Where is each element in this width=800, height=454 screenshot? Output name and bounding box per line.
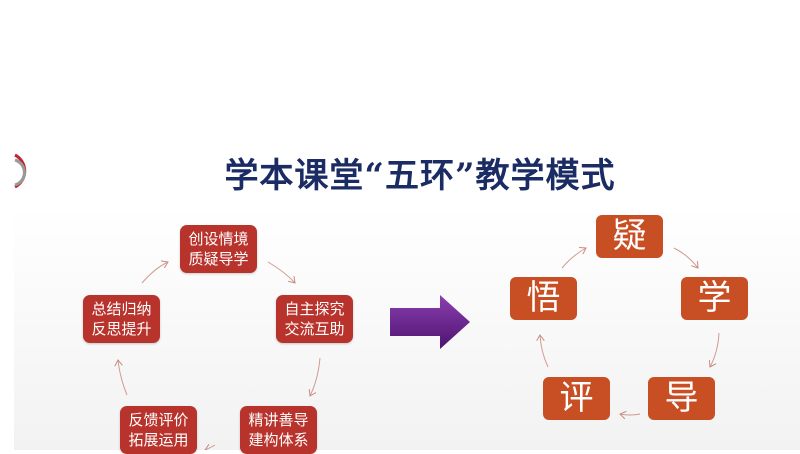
- step-line: 建构体系: [248, 431, 309, 449]
- right-cycle-arrows: [540, 248, 720, 415]
- left-step-3: 精讲善导建构体系: [240, 406, 317, 454]
- step-line: 拓展运用: [128, 431, 189, 449]
- logo-arc-icon: [14, 153, 27, 189]
- step-line: 交流互助: [284, 320, 345, 338]
- left-step-5: 总结归纳反思提升: [83, 295, 160, 343]
- step-line: 反馈评价: [128, 411, 189, 429]
- right-arrow-icon: [390, 295, 470, 349]
- right-step-5: 悟: [510, 277, 577, 320]
- left-step-2: 自主探究交流互助: [276, 295, 353, 343]
- step-line: 创设情境: [188, 230, 249, 248]
- step-line: 精讲善导: [248, 411, 309, 429]
- right-step-3: 导: [648, 377, 715, 420]
- right-step-1: 疑: [596, 215, 663, 258]
- left-step-1: 创设情境质疑导学: [180, 225, 257, 273]
- step-line: 质疑导学: [188, 250, 249, 268]
- right-step-2: 学: [681, 277, 748, 320]
- right-step-4: 评: [543, 377, 610, 420]
- step-line: 反思提升: [91, 320, 152, 338]
- step-line: 自主探究: [284, 300, 345, 318]
- left-step-4: 反馈评价拓展运用: [120, 406, 197, 454]
- left-cycle-arrows: [118, 262, 321, 450]
- step-line: 总结归纳: [91, 300, 152, 318]
- slide-title: 学本课堂“五环”教学模式: [224, 156, 616, 196]
